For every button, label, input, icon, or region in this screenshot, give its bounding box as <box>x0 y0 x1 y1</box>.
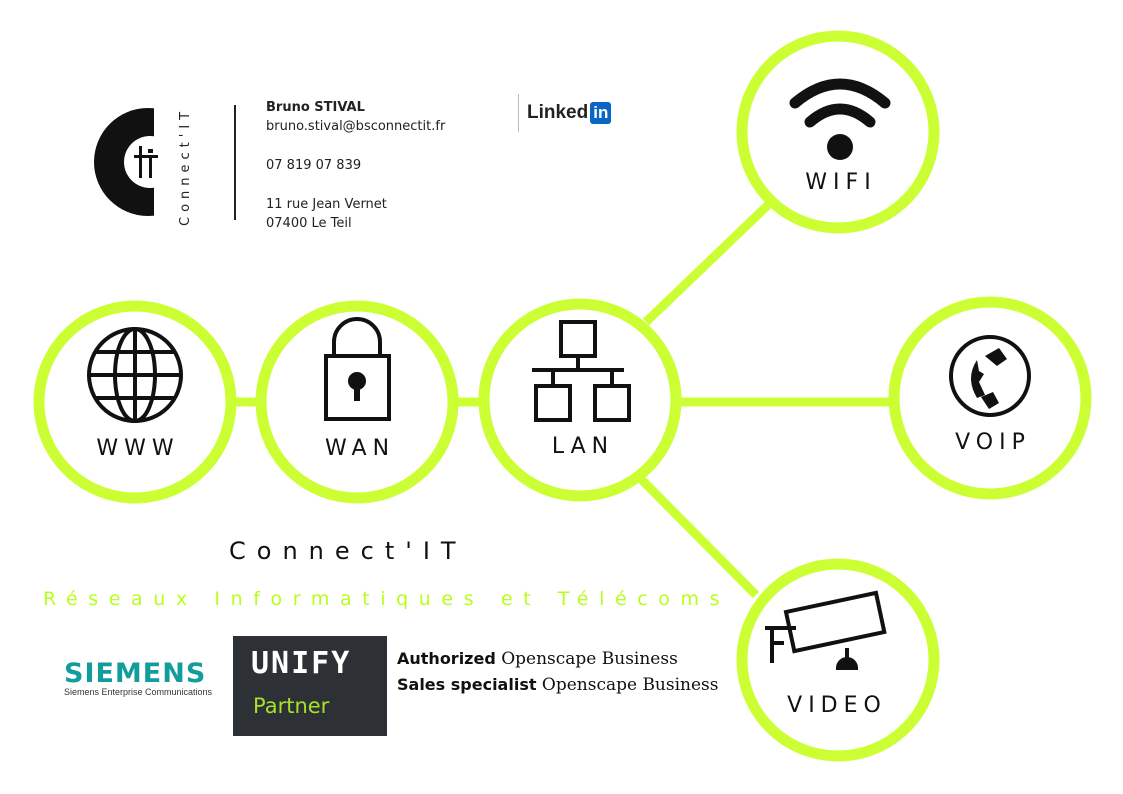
linkedin-icon: in <box>590 102 612 124</box>
logo-vertical-text: Connect'IT <box>178 106 193 226</box>
globe-icon <box>87 327 183 423</box>
node-wifi-circle <box>736 30 940 234</box>
connect-it-logo <box>94 100 182 225</box>
node-www-label: WWW <box>96 436 180 461</box>
cert2-rest: Openscape Business <box>536 675 719 695</box>
linkedin-link[interactable]: Linked in <box>518 94 630 132</box>
cert2-bold: Sales specialist <box>397 675 537 694</box>
contact-block: Bruno STIVAL bruno.stival@bsconnectit.fr… <box>266 98 445 233</box>
network-icon <box>532 320 631 422</box>
contact-address-line1: 11 rue Jean Vernet <box>266 197 387 212</box>
card-divider <box>234 105 236 220</box>
cert-line-2: Sales specialist Openscape Business <box>397 672 719 698</box>
node-wifi-label: WIFI <box>805 170 877 195</box>
unify-partner-badge: UNIFY Partner <box>233 636 387 736</box>
unify-wordmark: UNIFY <box>251 646 352 681</box>
linkedin-text: Linked <box>527 102 589 123</box>
contact-email[interactable]: bruno.stival@bsconnectit.fr <box>266 119 446 134</box>
node-lan-circle <box>478 298 682 502</box>
padlock-icon <box>324 317 391 421</box>
contact-address-line2: 07400 Le Teil <box>266 216 352 231</box>
node-lan-label: LAN <box>551 434 615 459</box>
cert-line-1: Authorized Openscape Business <box>397 646 719 672</box>
cert1-rest: Openscape Business <box>495 649 678 669</box>
node-video-label: VIDEO <box>787 693 887 718</box>
siemens-logo: SIEMENS Siemens Enterprise Communication… <box>64 658 212 697</box>
cert1-bold: Authorized <box>397 649 496 668</box>
siemens-wordmark: SIEMENS <box>64 658 207 689</box>
node-wan-label: WAN <box>324 436 396 461</box>
wifi-icon <box>789 78 891 160</box>
siemens-subtitle: Siemens Enterprise Communications <box>64 687 213 697</box>
camera-icon <box>765 590 887 670</box>
contact-phone[interactable]: 07 819 07 839 <box>266 158 362 173</box>
company-name: Connect'IT <box>229 537 467 565</box>
phone-icon <box>949 335 1031 417</box>
certifications: Authorized Openscape Business Sales spec… <box>397 646 719 698</box>
connector-lan-video <box>636 474 760 599</box>
contact-name: Bruno STIVAL <box>266 100 365 115</box>
company-tagline: Réseaux Informatiques et Télécoms <box>43 588 731 610</box>
node-voip-label: VOIP <box>955 430 1031 455</box>
unify-partner-label: Partner <box>253 694 330 718</box>
connector-lan-wifi <box>642 199 774 326</box>
node-wan-circle <box>255 300 459 504</box>
